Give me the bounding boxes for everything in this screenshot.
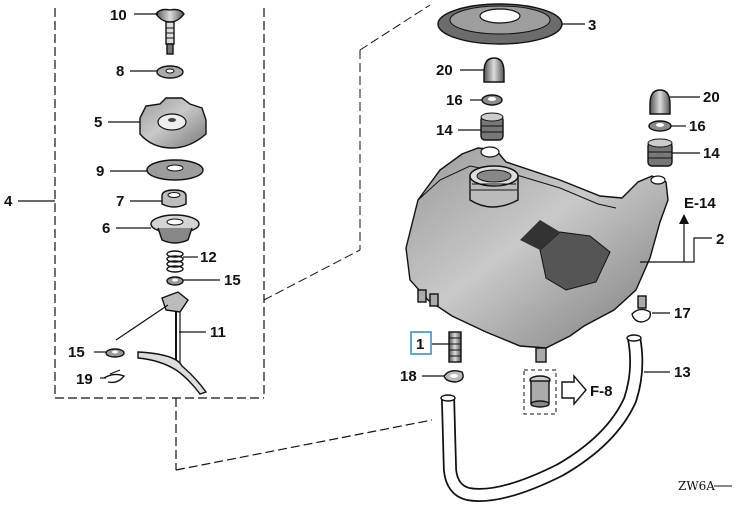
callout-1: 1 [416, 336, 424, 353]
part-3-grommet [437, 3, 585, 45]
part-8-washer [156, 65, 184, 79]
cap-assembly-frame [18, 4, 433, 471]
callout-15-upper: 15 [224, 272, 241, 289]
callout-18: 18 [400, 368, 417, 385]
callout-13: 13 [674, 364, 691, 381]
part-11-fuel-gauge [137, 291, 208, 395]
part-1-drain-screw [432, 331, 462, 363]
callout-6: 6 [102, 220, 110, 237]
callout-8: 8 [116, 63, 124, 80]
f8-strainer [523, 369, 587, 415]
part-15-washer-lower [105, 348, 125, 358]
callout-1-highlight [410, 331, 432, 355]
callout-15-lower: 15 [68, 344, 85, 361]
callout-labels: 10 8 5 9 7 6 12 15 11 15 19 4 3 20 16 14… [4, 7, 724, 493]
e14-bracket [640, 214, 712, 263]
part-16-washer-right [648, 120, 686, 132]
part-6-seal-holder [150, 214, 200, 244]
callout-2: 2 [716, 231, 724, 248]
callout-16-right: 16 [689, 118, 706, 135]
callout-17: 17 [674, 305, 691, 322]
callout-4: 4 [4, 193, 13, 210]
part-14-mount-right [647, 138, 700, 167]
part-19-clip [103, 369, 126, 384]
part-10-knob-bolt [155, 8, 185, 55]
left-leader-lines [94, 13, 220, 379]
part-17-clamp [631, 308, 670, 323]
callout-20-right: 20 [703, 89, 720, 106]
part-2-fuel-tank [405, 146, 669, 363]
callout-3: 3 [588, 17, 596, 34]
callout-20-left: 20 [436, 62, 453, 79]
part-13-fuel-hose [440, 334, 670, 502]
callout-12: 12 [200, 249, 217, 266]
callout-7: 7 [116, 193, 124, 210]
callout-14-right: 14 [703, 145, 720, 162]
callout-11: 11 [210, 324, 226, 341]
part-15-washer-upper [166, 276, 184, 286]
ref-e14: E-14 [684, 195, 716, 212]
callout-9: 9 [96, 163, 104, 180]
ref-f8: F-8 [590, 383, 613, 400]
part-14-mount-left [458, 112, 504, 141]
part-7-collar [161, 189, 187, 208]
callout-14-left: 14 [436, 122, 453, 139]
part-16-washer-left [470, 94, 503, 106]
callout-16-left: 16 [446, 92, 463, 109]
part-9-gasket [146, 159, 204, 181]
diagram-code: ZW6A [678, 479, 715, 493]
part-5-fuel-cap [139, 97, 207, 149]
part-20-cap-nut-left [460, 57, 505, 83]
callout-10: 10 [110, 7, 127, 24]
callout-19: 19 [76, 371, 93, 388]
part-12-spring [166, 250, 184, 273]
callout-5: 5 [94, 114, 102, 131]
part-18-washer [422, 369, 464, 383]
part-20-cap-nut-right [649, 89, 700, 115]
